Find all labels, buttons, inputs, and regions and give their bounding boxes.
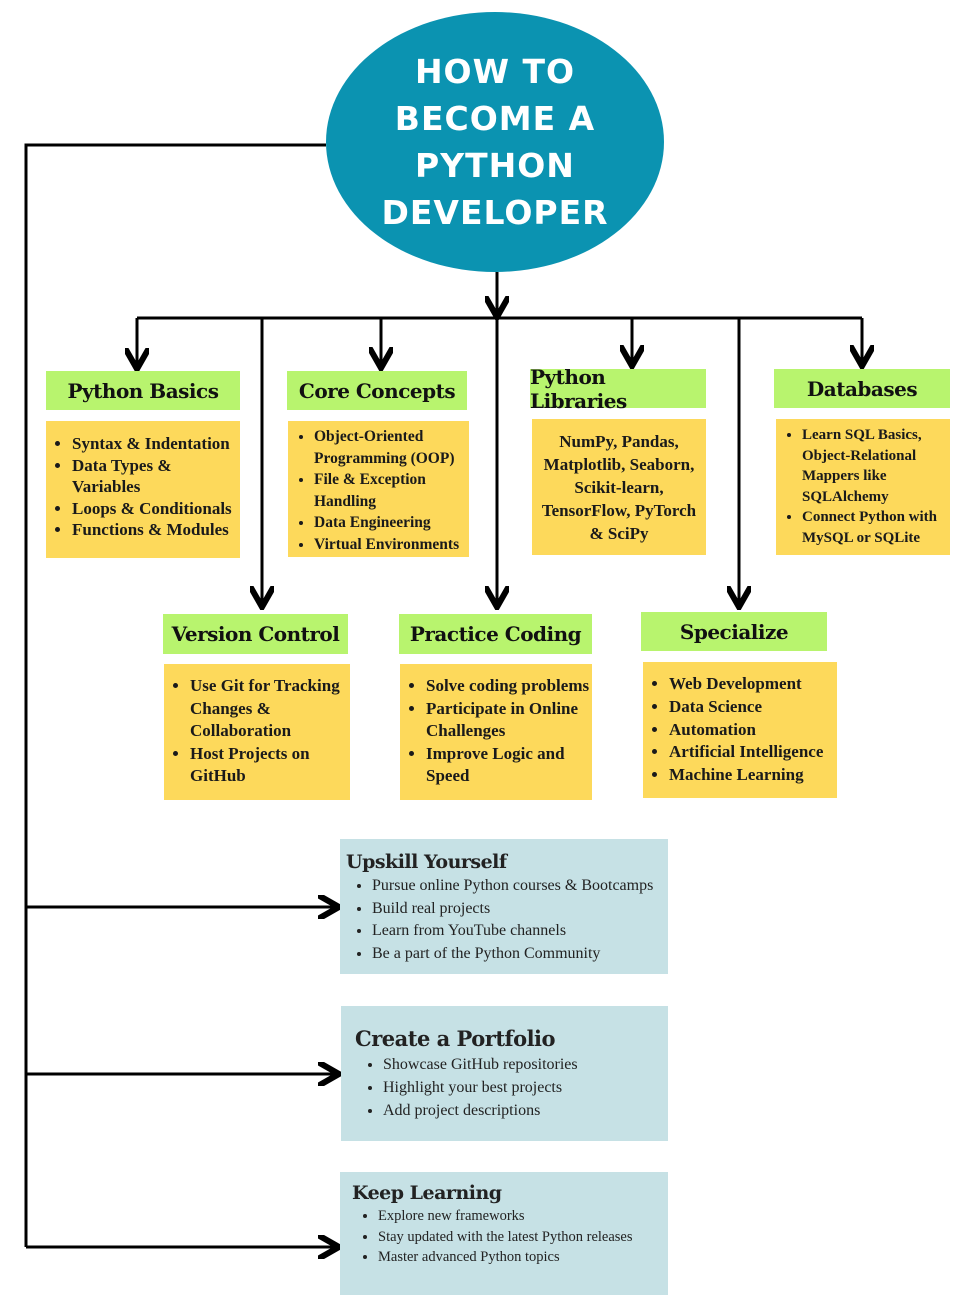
- list-item: Build real projects: [372, 898, 664, 921]
- bullet-list: Syntax & IndentationData Types & Variabl…: [46, 433, 236, 541]
- list-item: Virtual Environments: [314, 534, 467, 556]
- list-item: Explore new frameworks: [378, 1206, 664, 1227]
- list-item: Improve Logic and Speed: [426, 743, 590, 788]
- version-card: Use Git for Tracking Changes & Collabora…: [164, 664, 350, 800]
- learning-card: Keep Learning Explore new frameworksStay…: [340, 1172, 668, 1295]
- version-header: Version Control: [163, 614, 348, 654]
- list-item: Learn SQL Basics, Object-Relational Mapp…: [802, 425, 948, 507]
- bullet-list: Learn SQL Basics, Object-Relational Mapp…: [776, 425, 948, 548]
- portfolio-title: Create a Portfolio: [355, 1026, 556, 1051]
- practice-header: Practice Coding: [399, 614, 592, 654]
- list-item: Solve coding problems: [426, 675, 590, 698]
- list-item: Be a part of the Python Community: [372, 943, 664, 966]
- list-item: Participate in Online Challenges: [426, 698, 590, 743]
- practice-card: Solve coding problemsParticipate in Onli…: [400, 664, 592, 800]
- specialize-header: Specialize: [641, 612, 827, 651]
- list-item: Use Git for Tracking Changes & Collabora…: [190, 675, 346, 743]
- libraries-header: Python Libraries: [530, 365, 706, 413]
- list-item: Machine Learning: [669, 764, 835, 787]
- list-item: Master advanced Python topics: [378, 1247, 664, 1268]
- databases-header: Databases: [774, 369, 950, 408]
- list-item: Syntax & Indentation: [72, 433, 236, 455]
- list-item: Web Development: [669, 673, 835, 696]
- list-item: Automation: [669, 719, 835, 742]
- libraries-card: NumPy, Pandas, Matplotlib, Seaborn, Scik…: [532, 419, 706, 555]
- list-item: Data Engineering: [314, 512, 467, 534]
- bullet-list: Pursue online Python courses & Bootcamps…: [346, 875, 664, 966]
- basics-card: Syntax & IndentationData Types & Variabl…: [46, 421, 240, 558]
- list-item: Data Science: [669, 696, 835, 719]
- list-item: Pursue online Python courses & Bootcamps: [372, 875, 664, 898]
- list-item: Object-Oriented Programming (OOP): [314, 426, 467, 469]
- title-ellipse: HOW TO BECOME A PYTHON DEVELOPER: [326, 12, 664, 272]
- list-item: Loops & Conditionals: [72, 498, 236, 520]
- portfolio-card: Create a Portfolio Showcase GitHub repos…: [341, 1006, 668, 1141]
- list-item: Connect Python with MySQL or SQLite: [802, 507, 948, 548]
- left-trunk-line: [24, 143, 326, 1247]
- list-item: Add project descriptions: [383, 1099, 664, 1122]
- list-item: Learn from YouTube channels: [372, 920, 664, 943]
- bullet-list: Explore new frameworksStay updated with …: [352, 1206, 664, 1268]
- list-item: Stay updated with the latest Python rele…: [378, 1227, 664, 1248]
- upskill-card: Upskill Yourself Pursue online Python co…: [340, 839, 668, 974]
- page-title: HOW TO BECOME A PYTHON DEVELOPER: [381, 52, 609, 232]
- core-header: Core Concepts: [287, 371, 467, 410]
- bullet-list: Web DevelopmentData ScienceAutomationArt…: [643, 673, 835, 787]
- bullet-list: Use Git for Tracking Changes & Collabora…: [164, 675, 346, 788]
- list-item: Showcase GitHub repositories: [383, 1053, 664, 1076]
- list-item: File & Exception Handling: [314, 469, 467, 512]
- list-item: Artificial Intelligence: [669, 741, 835, 764]
- list-item: Host Projects on GitHub: [190, 743, 346, 788]
- libraries-text: NumPy, Pandas, Matplotlib, Seaborn, Scik…: [541, 431, 697, 543]
- core-card: Object-Oriented Programming (OOP)File & …: [288, 421, 469, 557]
- list-item: Functions & Modules: [72, 519, 236, 541]
- list-item: Highlight your best projects: [383, 1076, 664, 1099]
- specialize-card: Web DevelopmentData ScienceAutomationArt…: [643, 662, 837, 798]
- list-item: Data Types & Variables: [72, 455, 236, 498]
- learning-title: Keep Learning: [352, 1182, 502, 1204]
- basics-header: Python Basics: [46, 371, 240, 410]
- bullet-list: Object-Oriented Programming (OOP)File & …: [288, 426, 467, 555]
- bullet-list: Solve coding problemsParticipate in Onli…: [400, 675, 590, 788]
- databases-card: Learn SQL Basics, Object-Relational Mapp…: [776, 419, 950, 555]
- bullet-list: Showcase GitHub repositoriesHighlight yo…: [355, 1053, 664, 1122]
- upskill-title: Upskill Yourself: [346, 851, 507, 873]
